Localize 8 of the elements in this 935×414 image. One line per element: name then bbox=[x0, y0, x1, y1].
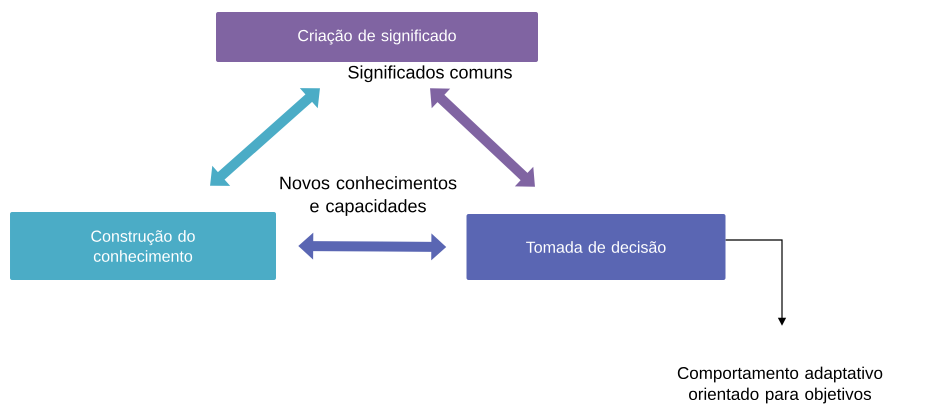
process-box: Tomada de decisão bbox=[466, 214, 726, 280]
text-label: Comportamento adaptativo orientado para objetivos bbox=[678, 366, 882, 404]
arrow bbox=[430, 88, 535, 187]
process-box: Construção do conhecimento bbox=[10, 212, 276, 280]
process-box: Criação de significado bbox=[216, 12, 538, 62]
arrow bbox=[210, 88, 320, 186]
edge-label: Novos conhecimentos e capacidades bbox=[280, 176, 456, 216]
caption-text: Significados comuns bbox=[348, 65, 512, 82]
